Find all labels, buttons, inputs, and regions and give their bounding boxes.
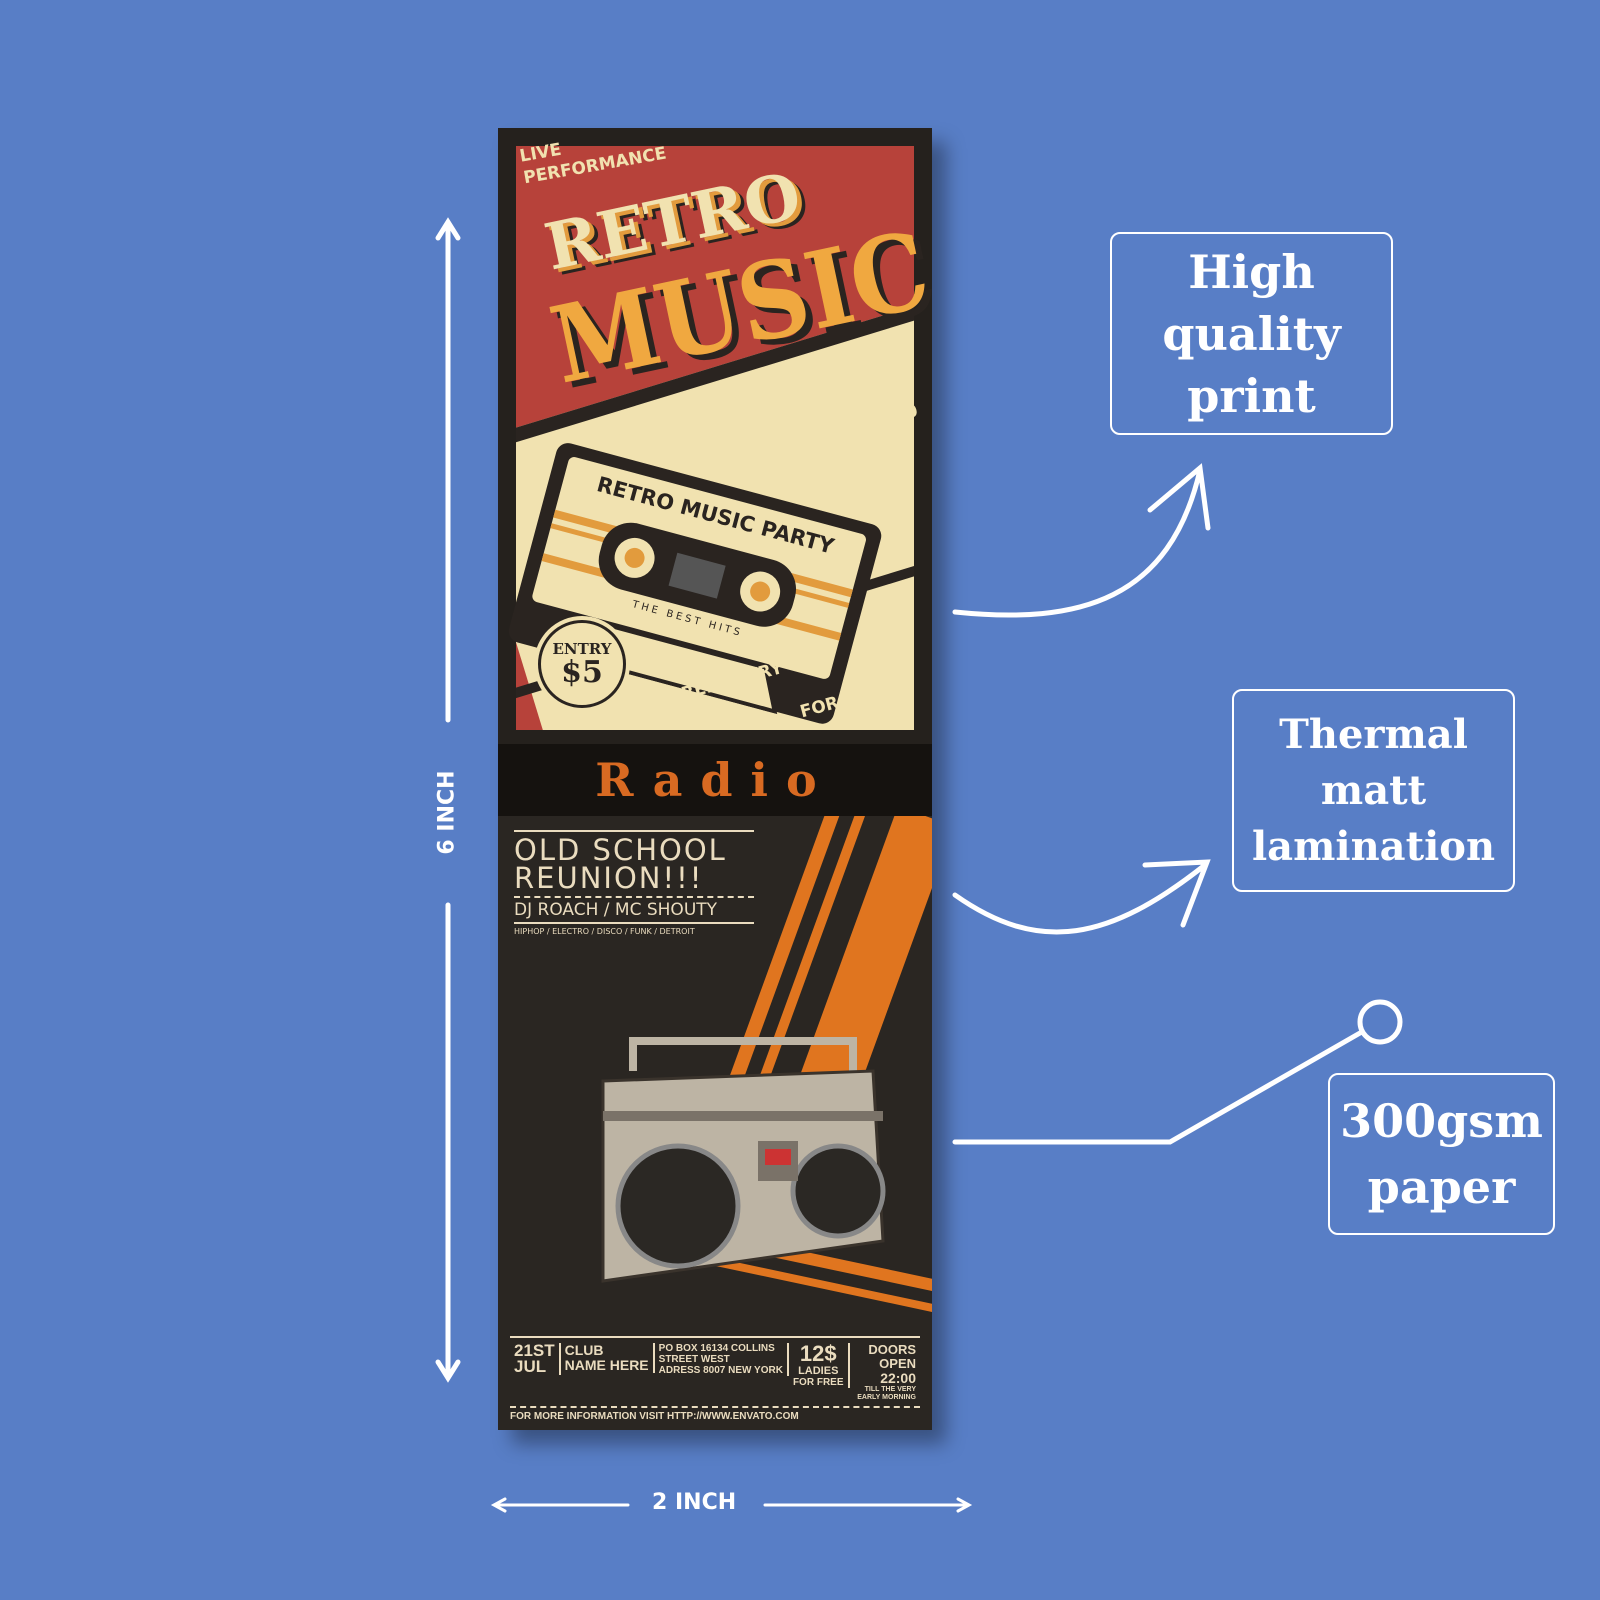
- entry-label: ENTRY: [552, 640, 612, 658]
- feature-lamination: Thermal matt lamination: [1232, 689, 1515, 892]
- feature-paper: 300gsm paper: [1328, 1073, 1555, 1235]
- ladies: LADIES: [798, 1365, 839, 1377]
- arrow-print: [952, 463, 1211, 618]
- doors-open: DOORS OPEN: [868, 1342, 916, 1371]
- height-label: 6 INCH: [434, 770, 460, 855]
- height-arrow: [435, 217, 461, 1383]
- feature-high-quality-print: High quality print: [1110, 232, 1393, 435]
- line-paper: [952, 1030, 1363, 1145]
- entry-price: $5: [561, 655, 603, 690]
- date-month: JUL: [514, 1357, 547, 1376]
- entry-badge: ENTRY$5: [534, 616, 630, 712]
- width-label: 2 INCH: [652, 1490, 737, 1515]
- address-2: STREET WEST: [658, 1354, 730, 1365]
- club-line-1: CLUB: [564, 1342, 604, 1358]
- arrow-lamination: [952, 859, 1211, 935]
- price: 12$: [799, 1341, 837, 1366]
- date-day: 21ST: [514, 1341, 555, 1360]
- title-line-2: REUNION!!!: [514, 861, 704, 895]
- dj-lineup: DJ ROACH / MC SHOUTY: [514, 896, 754, 920]
- club-line-2: NAME HERE: [564, 1357, 649, 1373]
- width-arrow: [490, 1497, 973, 1513]
- address-3: ADRESS 8007 NEW YORK: [658, 1365, 783, 1376]
- till-morning: TILL THE VERY EARLY MORNING: [857, 1386, 916, 1401]
- info-line: FOR MORE INFORMATION VISIT HTTP://WWW.EN…: [510, 1406, 920, 1423]
- radio-band: Radio: [498, 744, 932, 816]
- title-line-1: OLD SCHOOL: [514, 833, 727, 867]
- doors-time: 22:00: [880, 1370, 916, 1386]
- address-1: PO BOX 16134 COLLINS: [658, 1343, 775, 1354]
- genres: HIPHOP / ELECTRO / DISCO / FUNK / DETROI…: [514, 922, 754, 936]
- circle-marker: [1357, 999, 1403, 1045]
- for-free: FOR FREE: [792, 1377, 844, 1388]
- boombox-icon: [601, 1037, 886, 1283]
